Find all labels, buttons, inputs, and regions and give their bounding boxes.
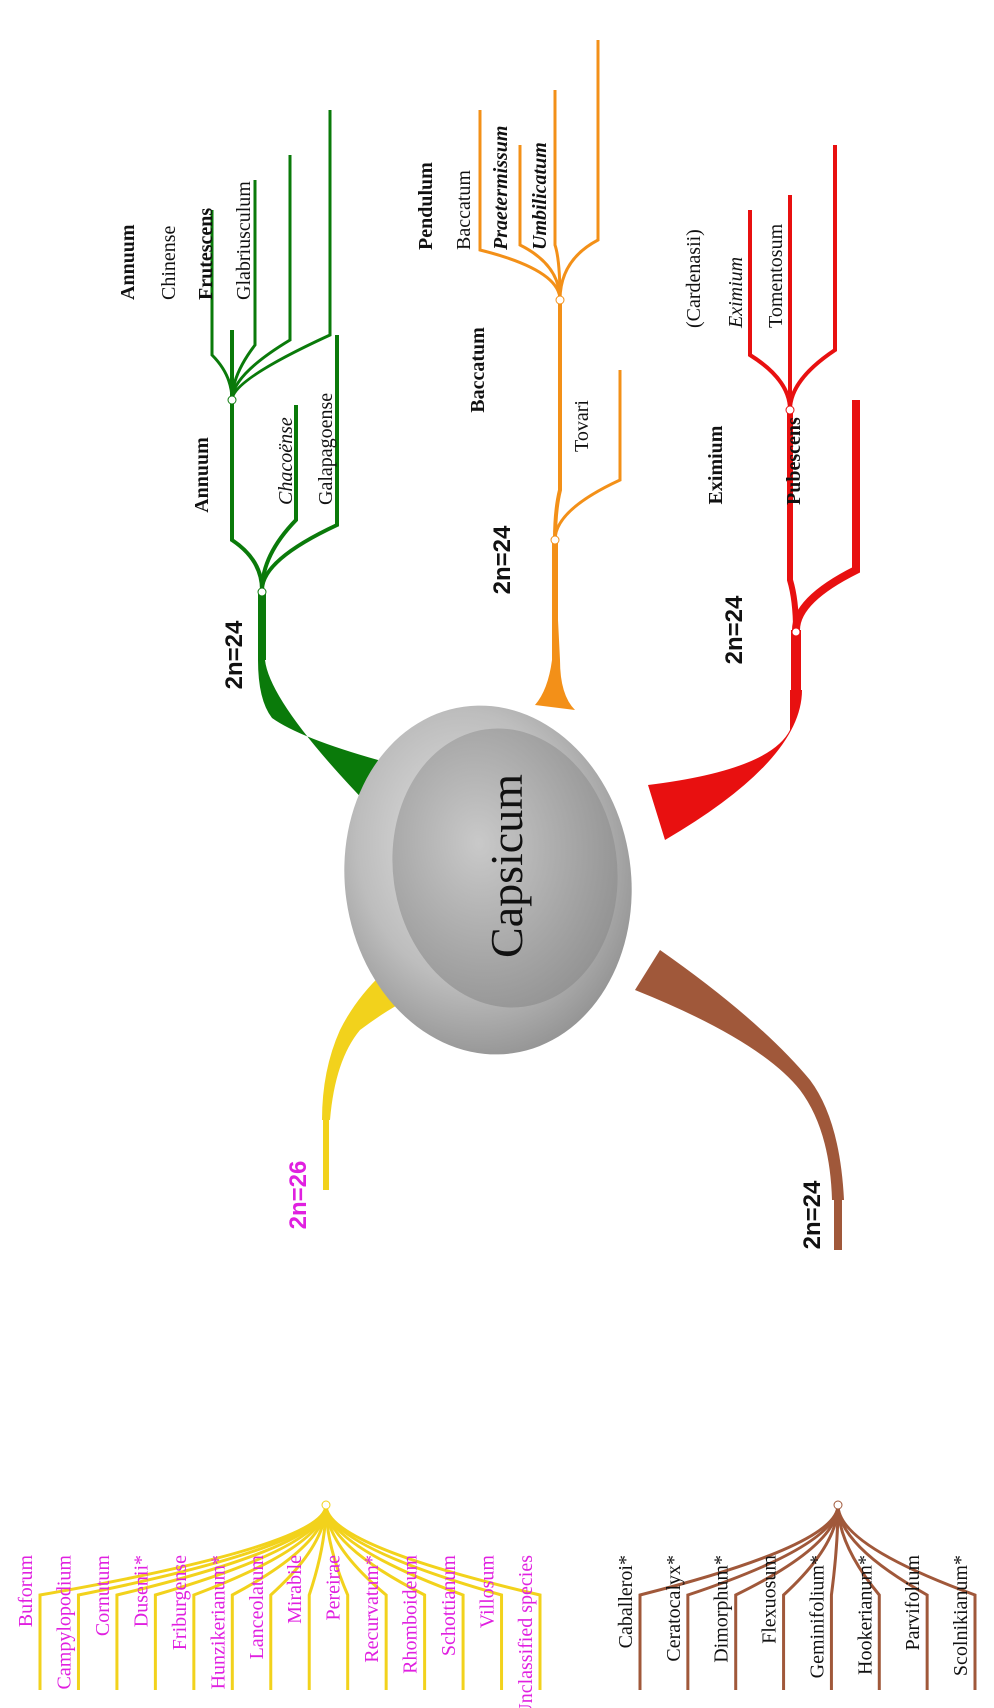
yellow-species-label: Hunzikerianum* — [207, 1555, 229, 1689]
red-species-eximium: Eximium — [725, 257, 747, 329]
center-title: Capsicum — [481, 774, 532, 958]
orange-trunk-fan — [535, 620, 575, 710]
green-trunk-fan — [258, 600, 378, 815]
yellow-branch — [38, 960, 542, 1690]
brown-trunk-fan — [635, 950, 844, 1200]
brown-species-label: Hookerianum* — [854, 1555, 876, 1675]
yellow-species-label: Schottianum — [438, 1555, 460, 1657]
red-species-cardenasii: (Cardenasii) — [683, 229, 705, 328]
yellow-chromosome-label: 2n=26 — [285, 1161, 312, 1230]
yellow-species-label: Villosum — [477, 1555, 499, 1629]
orange-species-baccatum: Baccatum — [453, 170, 475, 250]
brown-species-label: Parvifolium — [902, 1555, 924, 1651]
green-annuum-group: Annuum — [117, 224, 139, 300]
yellow-species-label: Recurvatum* — [361, 1555, 383, 1663]
center-capsicum: Capsicum — [344, 705, 632, 1055]
red-chromosome-label: 2n=24 — [721, 595, 748, 664]
orange-species-umbilicatum: Umbilicatum — [529, 142, 551, 250]
yellow-species-label: Campylopodium — [53, 1555, 75, 1690]
yellow-species-label: Friburgense — [169, 1555, 191, 1650]
green-side-chacoense: Chacoënse — [275, 417, 297, 505]
red-side-pubescens: Pubescens — [783, 417, 805, 505]
brown-chromosome-label: 2n=24 — [799, 1180, 826, 1249]
brown-species-labels: Caballeroi* Ceratocalyx* Dimorphum* Flexuos… — [615, 1555, 972, 1679]
red-species-tomentosum: Tomentosum — [765, 223, 787, 328]
orange-chromosome-label: 2n=24 — [489, 525, 516, 594]
yellow-species-label: Buforum — [15, 1555, 37, 1628]
brown-branch — [635, 950, 977, 1690]
yellow-species-fan — [38, 1504, 542, 1690]
green-species-frutescens: Frutescens — [195, 208, 217, 300]
orange-baccatum-node: Baccatum — [467, 327, 489, 413]
orange-species-praetermissum: Praetermissum — [490, 126, 512, 251]
brown-species-fan — [638, 1504, 977, 1690]
brown-species-label: Ceratocalyx* — [663, 1555, 685, 1662]
red-trunk-fan — [648, 690, 802, 840]
green-annuum-node: Annuum — [191, 437, 213, 513]
brown-species-label: Geminifolium* — [806, 1555, 828, 1678]
yellow-species-label: Pereirae — [323, 1555, 345, 1621]
red-eximium-node: Eximium — [705, 425, 727, 504]
brown-species-line — [836, 1504, 977, 1690]
green-branch — [210, 110, 378, 815]
orange-side-tovari: Tovari — [571, 400, 593, 452]
green-species-chinense: Chinense — [158, 225, 180, 300]
yellow-species-label: Unclassified species — [515, 1555, 537, 1708]
green-chromosome-label: 2n=24 — [221, 620, 248, 689]
yellow-species-label: Rhomboideum — [400, 1555, 422, 1674]
yellow-species-line — [324, 1504, 542, 1690]
yellow-species-label: Lanceolatum — [246, 1555, 268, 1660]
yellow-species-label: Dusenii* — [130, 1555, 152, 1627]
green-side-galapagoense: Galapagoense — [315, 393, 337, 505]
orange-species-pendulum: Pendulum — [415, 162, 437, 250]
brown-species-label: Dimorphum* — [711, 1555, 733, 1663]
yellow-species-labels: Buforum Campylopodium Cornutum Dusenii* Frib… — [15, 1555, 537, 1708]
yellow-species-label: Mirabile — [284, 1555, 306, 1624]
green-species-glabriusculum: Glabriusculum — [233, 181, 255, 300]
brown-species-label: Caballeroi* — [615, 1555, 637, 1648]
orange-branch — [478, 40, 622, 710]
brown-species-label: Flexuosum — [759, 1555, 781, 1644]
red-branch — [648, 145, 860, 840]
brown-species-label: Scolnikianum* — [950, 1555, 972, 1676]
yellow-species-label: Cornutum — [92, 1555, 114, 1637]
